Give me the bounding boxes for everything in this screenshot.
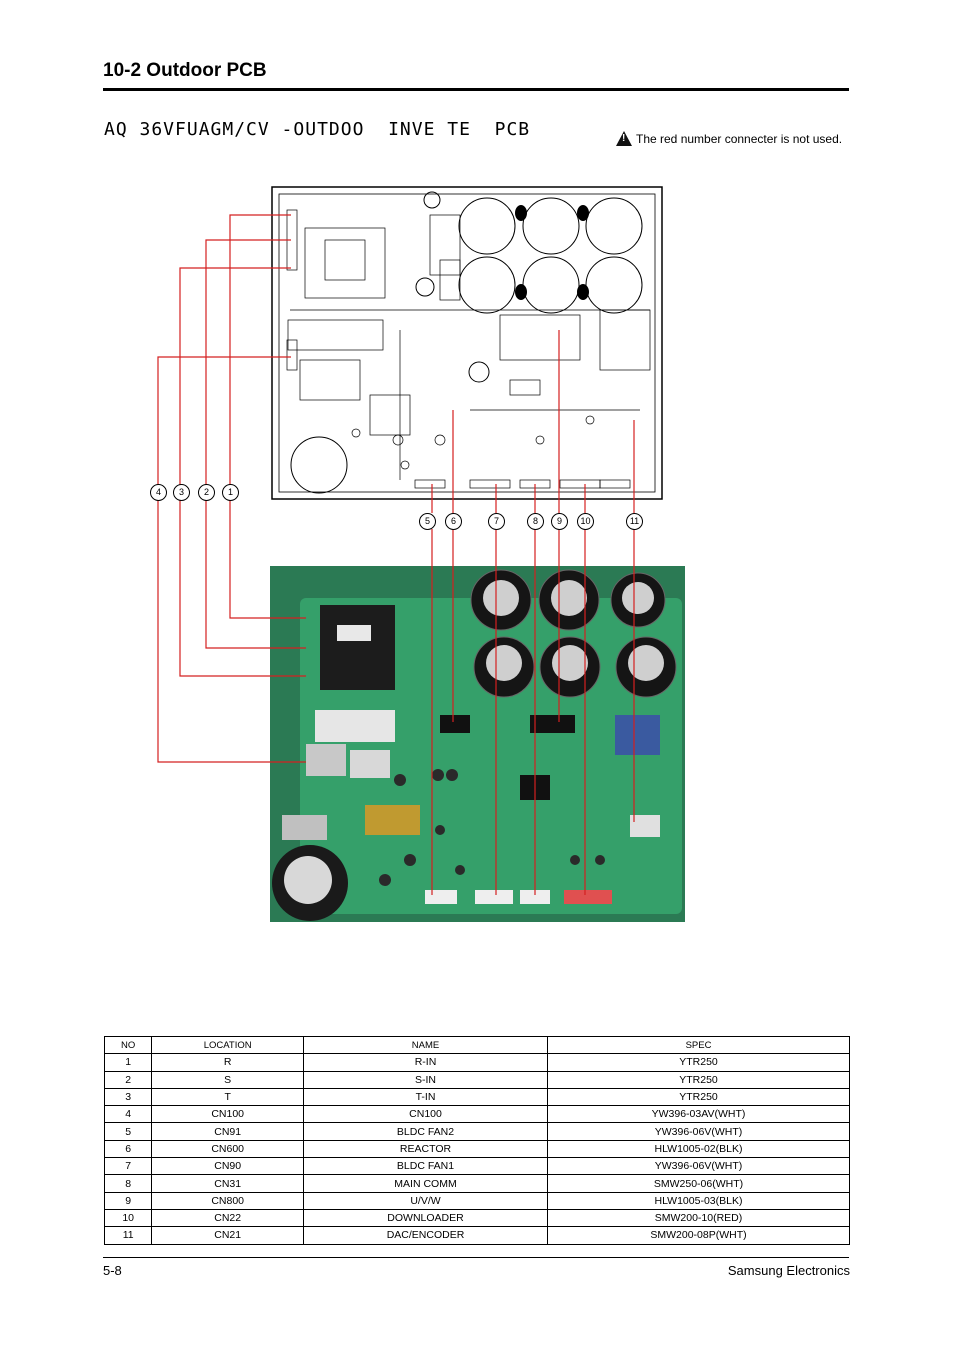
title-rule bbox=[103, 88, 849, 91]
page-number: 5-8 bbox=[103, 1263, 122, 1278]
callout-5: 5 bbox=[419, 513, 436, 530]
table-cell: CN100 bbox=[151, 1105, 305, 1124]
callout-11: 11 bbox=[626, 513, 643, 530]
table-cell: YTR250 bbox=[547, 1070, 850, 1089]
footer-company: Samsung Electronics bbox=[727, 1263, 850, 1278]
model-title: AQ 36VFUAGM/CV -OUTDOO INVE TE PCB bbox=[104, 119, 531, 140]
table-cell: SMW250-06(WHT) bbox=[547, 1174, 850, 1193]
table-cell: 6 bbox=[103, 1139, 153, 1159]
table-cell: SMW200-08P(WHT) bbox=[547, 1226, 850, 1245]
table-cell: 9 bbox=[103, 1191, 153, 1210]
table-cell: CN91 bbox=[151, 1122, 305, 1141]
table-cell: CN90 bbox=[151, 1157, 305, 1176]
table-cell: 3 bbox=[103, 1087, 153, 1107]
table-cell: T-IN bbox=[303, 1087, 548, 1107]
table-cell: CN600 bbox=[151, 1139, 305, 1159]
column-header: SPEC bbox=[547, 1035, 850, 1055]
column-header: LOCATION bbox=[151, 1035, 305, 1055]
table-cell: 2 bbox=[103, 1070, 153, 1089]
table-cell: CN21 bbox=[151, 1226, 305, 1245]
table-cell: 11 bbox=[103, 1226, 153, 1245]
table-cell: BLDC FAN1 bbox=[303, 1157, 548, 1176]
table-cell: S bbox=[151, 1070, 305, 1089]
leader-lines bbox=[157, 214, 635, 895]
callout-3: 3 bbox=[173, 484, 190, 501]
table-cell: S-IN bbox=[303, 1070, 548, 1089]
callout-2: 2 bbox=[198, 484, 215, 501]
table-cell: 7 bbox=[103, 1157, 153, 1176]
table-cell: 8 bbox=[103, 1174, 153, 1193]
callout-7: 7 bbox=[488, 513, 505, 530]
table-cell: MAIN COMM bbox=[303, 1174, 548, 1193]
table-cell: HLW1005-03(BLK) bbox=[547, 1191, 850, 1210]
table-cell: DAC/ENCODER bbox=[303, 1226, 548, 1245]
callout-10: 10 bbox=[577, 513, 594, 530]
table-cell: R bbox=[151, 1053, 305, 1072]
table-cell: 10 bbox=[103, 1208, 153, 1228]
table-cell: DOWNLOADER bbox=[303, 1208, 548, 1228]
table-cell: CN31 bbox=[151, 1174, 305, 1193]
table-cell: CN100 bbox=[303, 1105, 548, 1124]
table-cell: R-IN bbox=[303, 1053, 548, 1072]
table-cell: YW396-03AV(WHT) bbox=[547, 1105, 850, 1124]
table-cell: YTR250 bbox=[547, 1053, 850, 1072]
table-cell: 5 bbox=[103, 1122, 153, 1141]
table-cell: BLDC FAN2 bbox=[303, 1122, 548, 1141]
callout-9: 9 bbox=[551, 513, 568, 530]
table-cell: HLW1005-02(BLK) bbox=[547, 1139, 850, 1159]
callout-1: 1 bbox=[222, 484, 239, 501]
table-cell: 1 bbox=[103, 1053, 153, 1072]
schematic-board bbox=[271, 186, 663, 500]
table-cell: T bbox=[151, 1087, 305, 1107]
table-cell: 4 bbox=[103, 1105, 153, 1124]
section-title: 10-2 Outdoor PCB bbox=[103, 60, 267, 81]
table-cell: YTR250 bbox=[547, 1087, 850, 1107]
column-header: NO bbox=[103, 1035, 153, 1055]
warning-triangle-icon bbox=[616, 131, 632, 146]
callout-6: 6 bbox=[445, 513, 462, 530]
table-cell: U/V/W bbox=[303, 1191, 548, 1210]
footer-rule bbox=[103, 1257, 849, 1258]
note-text: The red number connecter is not used. bbox=[636, 131, 843, 146]
column-header: NAME bbox=[303, 1035, 548, 1055]
callout-4: 4 bbox=[150, 484, 167, 501]
pcb-photo bbox=[270, 566, 685, 922]
note: The red number connecter is not used. bbox=[616, 131, 842, 146]
table-cell: CN800 bbox=[151, 1191, 305, 1210]
callout-8: 8 bbox=[527, 513, 544, 530]
table-cell: REACTOR bbox=[303, 1139, 548, 1159]
table-cell: CN22 bbox=[151, 1208, 305, 1228]
table-cell: YW396-06V(WHT) bbox=[547, 1157, 850, 1176]
table-header-row: NO LOCATION NAME SPEC bbox=[103, 1035, 850, 1055]
table-cell: SMW200-10(RED) bbox=[547, 1208, 850, 1228]
table-cell: YW396-06V(WHT) bbox=[547, 1122, 850, 1141]
